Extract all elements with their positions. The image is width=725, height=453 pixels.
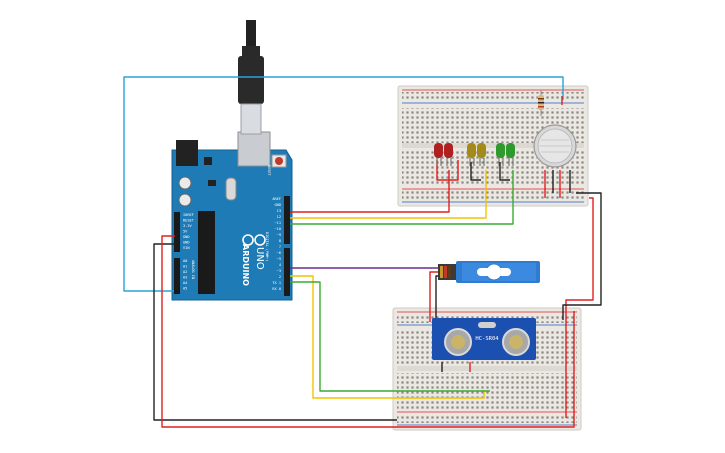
wire-yellow-trig — [290, 275, 485, 399]
pin-label: GND — [183, 235, 190, 239]
arduino-logo — [242, 234, 266, 246]
microcontroller-chip — [198, 211, 215, 294]
pin-label: GND — [275, 203, 282, 207]
wire-red-5v — [161, 235, 575, 428]
pin-label: ~10 — [275, 227, 282, 231]
pin-label: RX 0 — [272, 287, 281, 291]
pin-label: A1 — [183, 265, 187, 269]
led-icon — [496, 143, 505, 166]
reset-caption: RESET — [267, 165, 271, 176]
wire-yellow-d12 — [290, 170, 487, 219]
sensor-label: HC-SR04 — [475, 336, 499, 342]
pin-label: 2 — [279, 275, 281, 279]
board-model: UNO — [254, 247, 265, 270]
pin-label: ~11 — [275, 221, 282, 225]
usb-port — [237, 131, 271, 167]
pin-label: A0 — [183, 259, 187, 263]
pin-label: 4 — [279, 263, 281, 267]
wire-blue — [123, 76, 564, 292]
pin-label: ~5 — [277, 257, 281, 261]
led-icon — [434, 143, 443, 166]
digital-pin-labels: AREF GND 13 12 ~11 ~10 ~9 8 7 ~6 ~5 4 ~3 2 TX 1 RX 0 — [272, 197, 281, 291]
pin-label: TX 1 — [272, 281, 281, 285]
pin-label: 13 — [277, 209, 281, 213]
led-icon — [467, 143, 476, 166]
led-icon — [444, 143, 453, 166]
gas-sensor-icon — [533, 124, 577, 168]
board-brand: ARDUINO — [241, 244, 250, 286]
pin-label: A2 — [183, 270, 187, 274]
pin-label: ~6 — [277, 251, 281, 255]
pin-label: 3.3V — [183, 224, 192, 228]
wire-green-d11 — [290, 170, 514, 225]
wire-black-top — [562, 192, 602, 320]
analog-caption: ANALOG IN — [191, 260, 195, 279]
wire-green-echo — [290, 281, 490, 392]
ultrasonic-sensor-icon: HC-SR04 — [432, 318, 536, 360]
pin-label: GND — [183, 241, 190, 245]
pin-label: 12 — [277, 215, 281, 219]
led-icon — [506, 143, 515, 166]
pin-label: ~9 — [277, 233, 281, 237]
resistor-icon — [538, 90, 544, 116]
led-icon — [477, 143, 486, 166]
arduino-uno-board[interactable]: AREF GND 13 12 ~11 ~10 ~9 8 7 ~6 ~5 4 ~3 2 TX 1 RX 0 IO… — [171, 131, 293, 301]
pin-label: A5 — [183, 287, 187, 291]
servo-icon[interactable] — [438, 261, 540, 283]
pin-label: RESET — [183, 219, 195, 223]
leds — [434, 143, 515, 166]
pin-label: 5V — [183, 230, 188, 234]
pin-label: VIN — [183, 246, 190, 250]
reset-button[interactable] — [275, 157, 283, 165]
pin-label: IOREF — [183, 213, 194, 217]
dc-jack-icon — [176, 140, 198, 166]
digital-caption: DIGITAL (PWM~) — [265, 232, 269, 262]
wire-red-d13 — [290, 170, 450, 213]
usb-plug-icon — [238, 20, 264, 135]
pin-label: A4 — [183, 281, 187, 285]
pin-label: 7 — [279, 245, 281, 249]
wire-black-gnd — [153, 243, 397, 421]
wire-servo-red — [429, 271, 440, 322]
pin-label: A3 — [183, 276, 187, 280]
pin-label: AREF — [272, 197, 281, 201]
wire-red-top — [565, 197, 594, 418]
pin-label: ~3 — [277, 269, 281, 273]
pin-label: 8 — [279, 239, 281, 243]
